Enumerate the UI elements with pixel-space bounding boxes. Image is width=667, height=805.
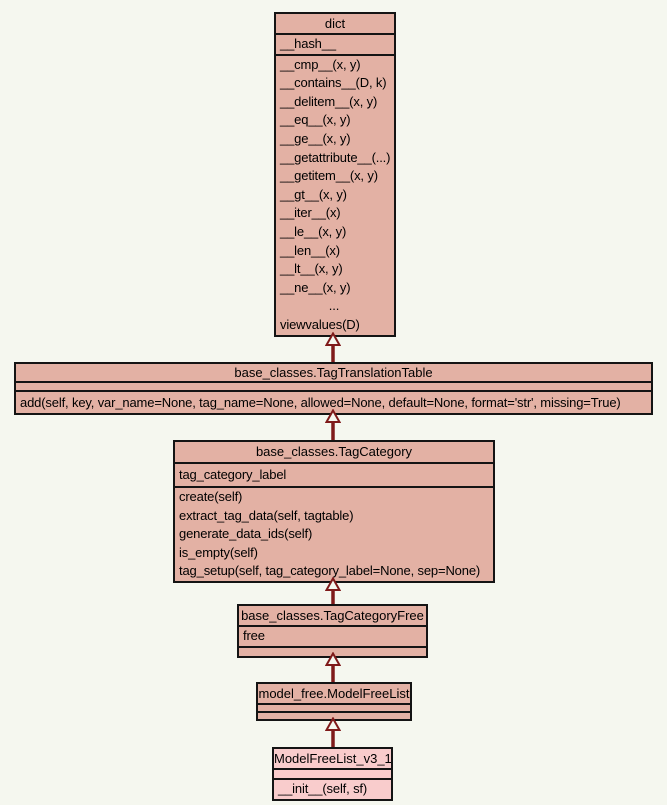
class-title: dict bbox=[324, 16, 346, 31]
methods-compartment bbox=[239, 645, 426, 656]
attributes-compartment bbox=[16, 381, 651, 390]
attributes-compartment: tag_category_label bbox=[175, 462, 493, 486]
class-title: ModelFreeList_v3_1 bbox=[274, 751, 391, 766]
method-row: __ge__(x, y) bbox=[280, 130, 351, 146]
inheritance-arrow-icon bbox=[325, 717, 341, 747]
attributes-compartment: __hash__ bbox=[276, 33, 394, 54]
methods-compartment: create(self) extract_tag_data(self, tagta… bbox=[175, 486, 493, 581]
inheritance-arrow-icon bbox=[325, 652, 341, 682]
method-row: __init__(self, sf) bbox=[278, 781, 368, 796]
inheritance-arrow-icon bbox=[325, 577, 341, 604]
class-box-modelfreelist-v3-1[interactable]: ModelFreeList_v3_1 __init__(self, sf) bbox=[272, 747, 393, 801]
method-row: __iter__(x) bbox=[280, 205, 341, 221]
method-row: __len__(x) bbox=[280, 242, 340, 258]
methods-compartment: add(self, key, var_name=None, tag_name=N… bbox=[16, 390, 651, 413]
class-title: base_classes.TagTranslationTable bbox=[234, 365, 433, 380]
attribute-row: free bbox=[243, 628, 265, 643]
attributes-compartment bbox=[274, 768, 391, 778]
method-row: __contains__(D, k) bbox=[280, 75, 387, 91]
attributes-compartment: free bbox=[239, 625, 426, 646]
method-row: viewvalues(D) bbox=[280, 316, 360, 332]
method-row: tag_setup(self, tag_category_label=None,… bbox=[179, 563, 481, 579]
class-box-dict[interactable]: dict __hash__ __cmp__(x, y) __contains__(… bbox=[274, 12, 396, 337]
class-title: base_classes.TagCategory bbox=[255, 444, 413, 459]
method-row: __eq__(x, y) bbox=[280, 112, 351, 128]
method-row: generate_data_ids(self) bbox=[179, 526, 313, 542]
methods-compartment: __cmp__(x, y) __contains__(D, k) __delitem… bbox=[276, 53, 394, 335]
class-box-tagtranslationtable[interactable]: base_classes.TagTranslationTable add(sel… bbox=[14, 362, 653, 415]
method-row: __getattribute__(...) bbox=[280, 149, 391, 165]
class-box-modelfreelist[interactable]: model_free.ModelFreeList bbox=[256, 682, 412, 721]
class-box-tagcategoryfree[interactable]: base_classes.TagCategoryFree free bbox=[237, 604, 428, 658]
method-row: create(self) bbox=[179, 489, 243, 504]
method-row: __ne__(x, y) bbox=[280, 279, 351, 295]
method-row: __delitem__(x, y) bbox=[280, 93, 378, 109]
attributes-compartment bbox=[258, 703, 410, 711]
attribute-row: __hash__ bbox=[280, 36, 336, 51]
inheritance-arrow-icon bbox=[325, 332, 341, 362]
method-row: is_empty(self) bbox=[179, 544, 258, 560]
method-row: __lt__(x, y) bbox=[280, 261, 343, 277]
method-row: __cmp__(x, y) bbox=[280, 56, 361, 72]
method-row: __gt__(x, y) bbox=[280, 186, 347, 202]
class-title: base_classes.TagCategoryFree bbox=[241, 608, 424, 623]
class-title: model_free.ModelFreeList bbox=[258, 686, 410, 701]
method-row: ... bbox=[328, 298, 340, 314]
inheritance-arrow-icon bbox=[325, 409, 341, 440]
methods-compartment: __init__(self, sf) bbox=[274, 778, 391, 799]
method-row: add(self, key, var_name=None, tag_name=N… bbox=[20, 395, 621, 410]
method-row: __le__(x, y) bbox=[280, 223, 347, 239]
attribute-row: tag_category_label bbox=[179, 467, 287, 482]
methods-compartment bbox=[258, 711, 410, 719]
method-row: extract_tag_data(self, tagtable) bbox=[179, 507, 354, 523]
class-box-tagcategory[interactable]: base_classes.TagCategory tag_category_la… bbox=[173, 440, 495, 583]
method-row: __getitem__(x, y) bbox=[280, 168, 378, 184]
